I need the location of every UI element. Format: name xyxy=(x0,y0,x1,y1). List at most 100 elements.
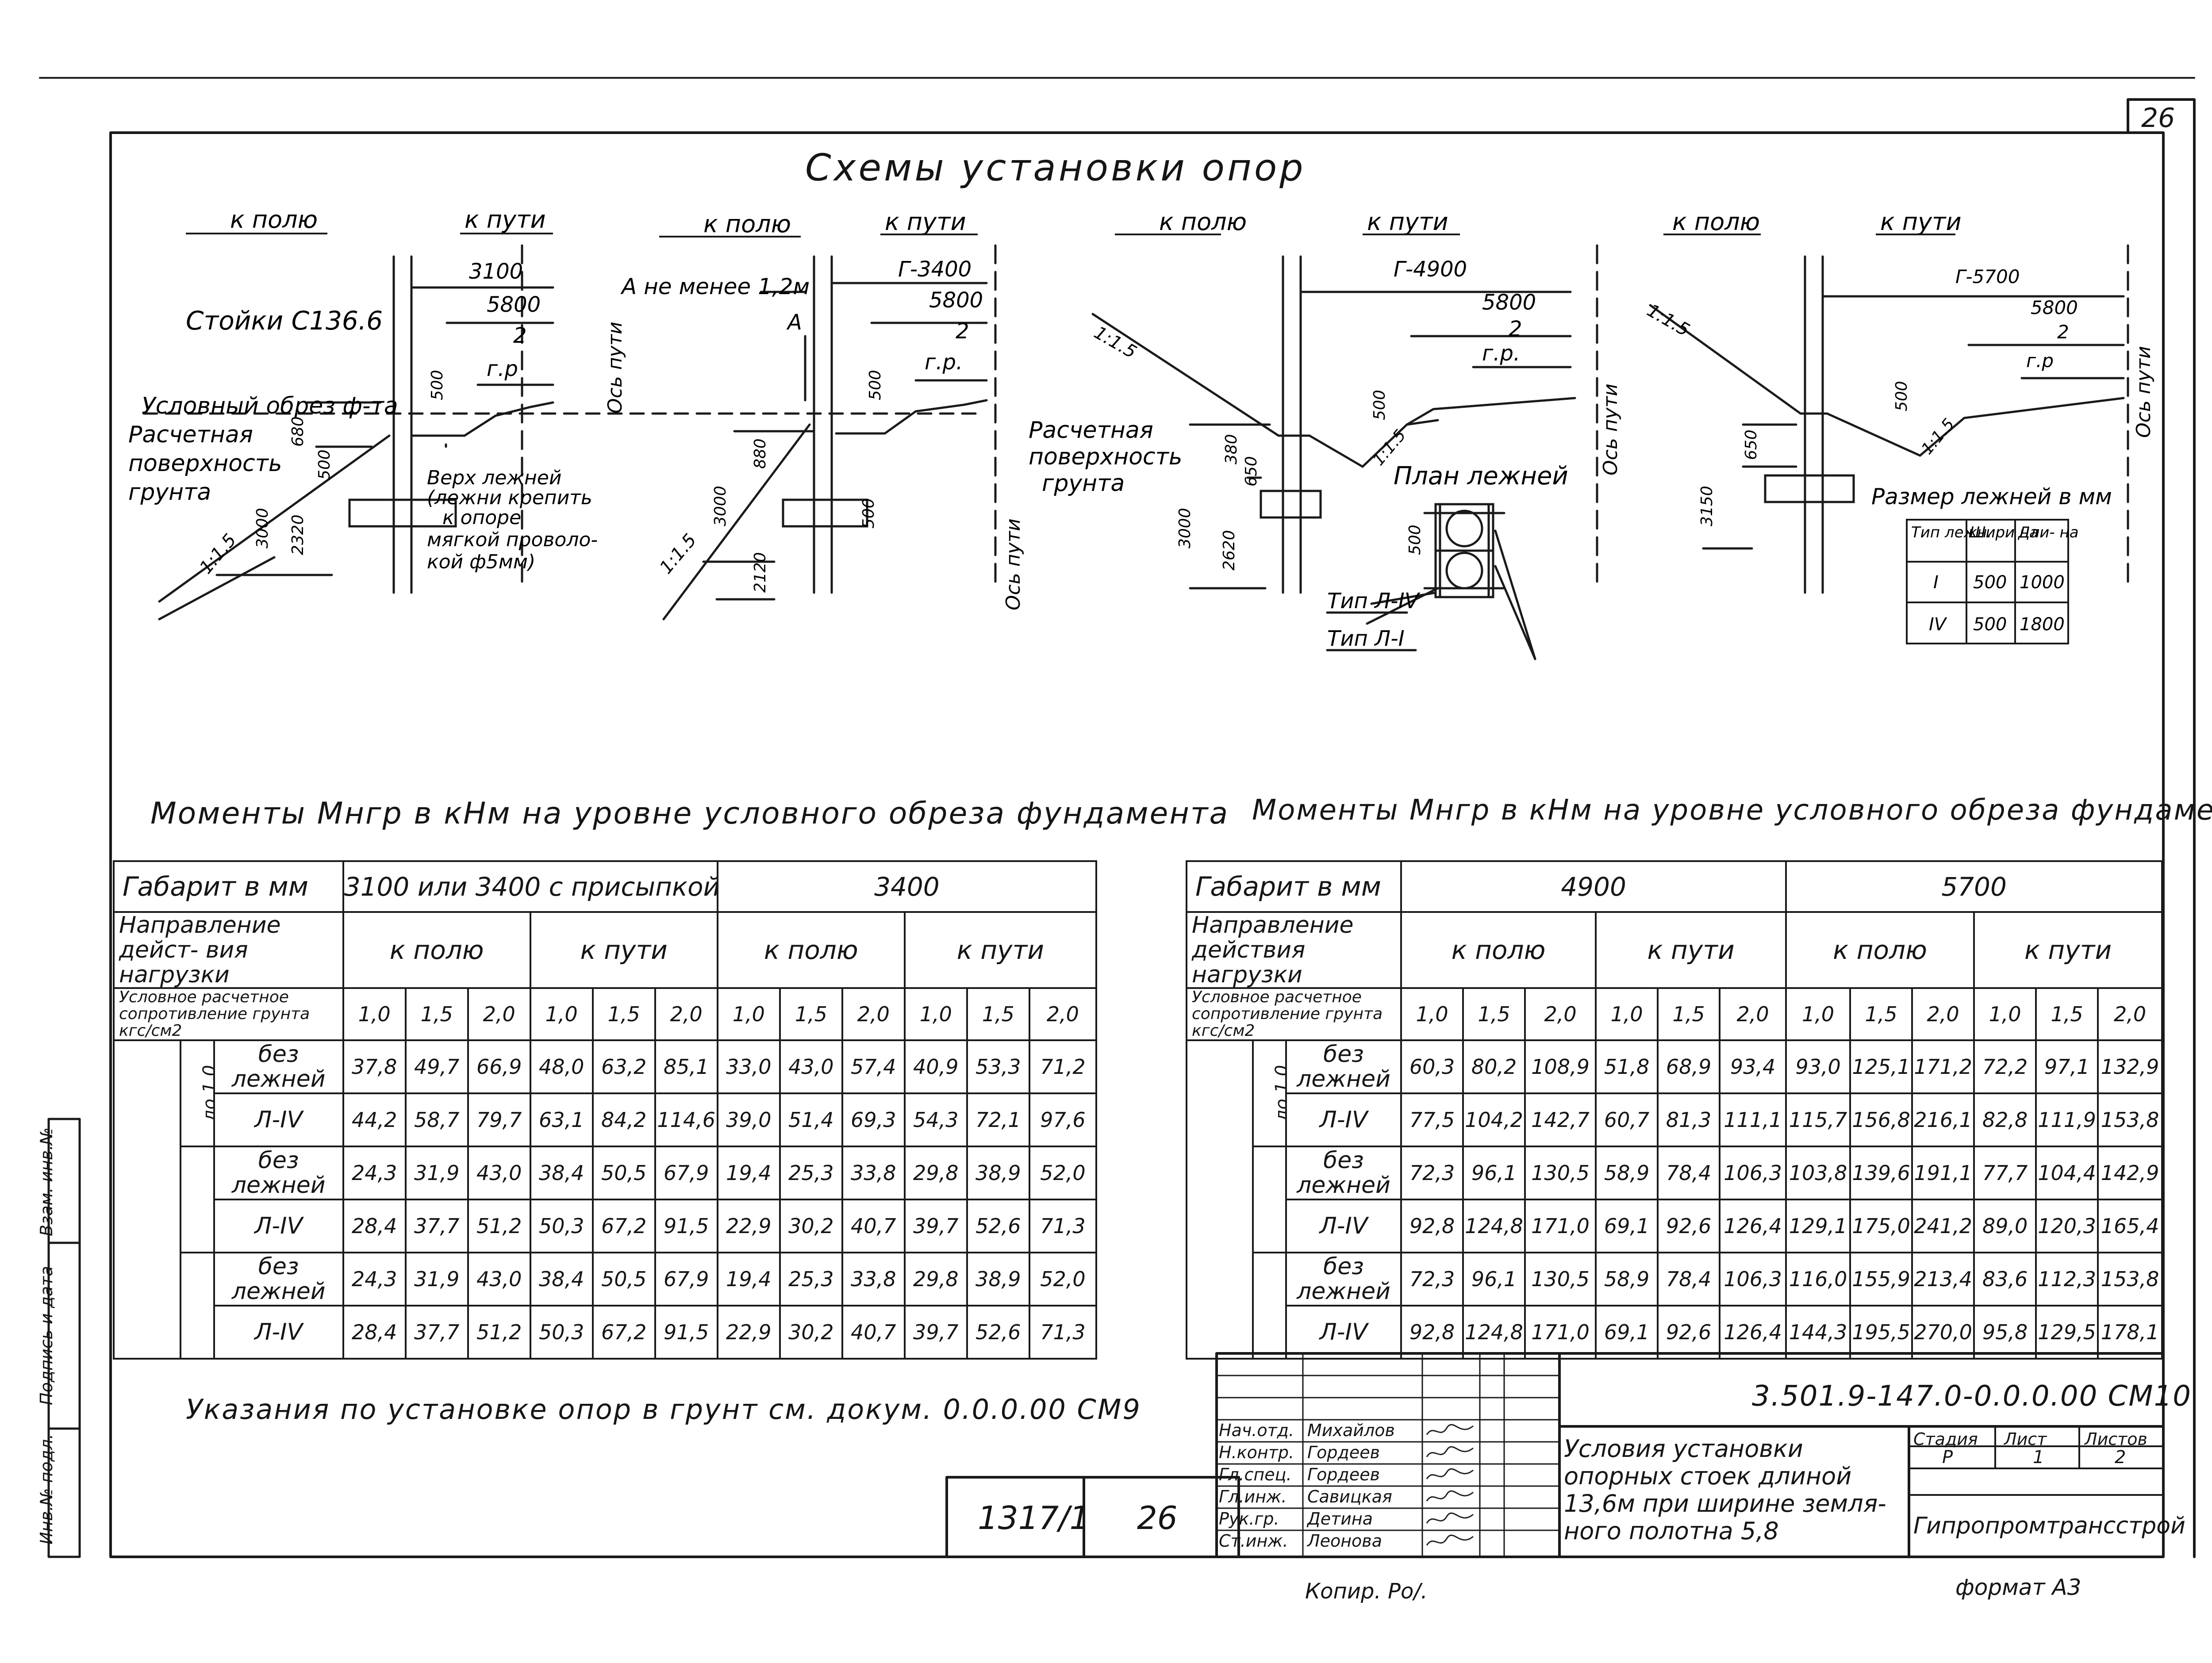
side-label-vzam-inv: Взам. инв.№ xyxy=(37,1127,56,1236)
s1-frac-den-text: 2 xyxy=(513,323,527,348)
left-moment-value: 69,3 xyxy=(841,1092,906,1147)
s2-frac-den-text: 2 xyxy=(956,319,969,344)
left-moment-value: 114,6 xyxy=(654,1092,718,1147)
s3-to-field: к полю xyxy=(1159,208,1247,236)
right-moment-value: 144,3 xyxy=(1785,1305,1851,1360)
right-moment-value: 78,4 xyxy=(1657,1252,1721,1307)
left-moment-value: 24,3 xyxy=(342,1146,407,1200)
left-moment-value: 38,4 xyxy=(529,1252,594,1307)
right-moment-value: 92,8 xyxy=(1400,1199,1464,1253)
s4-size-cell-0-1: 500 xyxy=(1973,572,2007,593)
left-moment-value: 51,4 xyxy=(779,1092,843,1147)
s3-frac-den-text: 2 xyxy=(1509,317,1522,341)
left-moment-value: 39,0 xyxy=(716,1092,781,1147)
s4-to-field: к полю xyxy=(1672,208,1760,236)
right-moment-value: 156,8 xyxy=(1849,1092,1913,1147)
left-moment-value: 85,1 xyxy=(654,1039,718,1094)
stamp-code: 3.501.9-147.0-0.0.0.00 СМ10 xyxy=(1752,1380,2192,1413)
right-moment-value: 89,0 xyxy=(1973,1199,2037,1253)
signature-icon xyxy=(1426,1424,1474,1435)
s3-soil-label-1: поверхность xyxy=(1029,444,1183,470)
left-resist-value: 1,0 xyxy=(529,987,594,1041)
left-moment-value: 37,7 xyxy=(404,1199,469,1253)
right-moment-value: 132,9 xyxy=(2097,1039,2163,1094)
s3-plan-label: План лежней xyxy=(1394,462,1568,490)
right-moment-value: 81,3 xyxy=(1657,1092,1721,1147)
right-gabarit-label: Габарит в мм xyxy=(1185,860,1402,913)
right-group-label: от 1,0 до 2,0 xyxy=(1252,1146,1287,1253)
left-sleeper-type: Л-IV xyxy=(213,1092,344,1147)
right-moment-value: 92,6 xyxy=(1657,1199,1721,1253)
left-moment-value: 71,3 xyxy=(1028,1199,1098,1253)
s3-soil-label-0: Расчетная xyxy=(1029,417,1153,444)
right-moment-value: 82,8 xyxy=(1973,1092,2037,1147)
right-group-label: до 1,0 xyxy=(1252,1039,1287,1147)
right-moment-value: 51,8 xyxy=(1595,1039,1659,1094)
right-dir-field-a: к полю xyxy=(1400,911,1597,989)
left-moment-value: 28,4 xyxy=(342,1305,407,1360)
stamp-sheets-label: Листов xyxy=(2085,1429,2147,1449)
s3-dim-top-text: Г-4900 xyxy=(1394,257,1467,282)
left-moment-value: 50,3 xyxy=(529,1305,594,1360)
s1-note-0: Верх лежней xyxy=(427,467,561,489)
s2-d3000-text: 3000 xyxy=(711,486,730,526)
right-dir-track-b: к пути xyxy=(1973,911,2163,989)
s1-gr-text: г.р xyxy=(487,356,518,381)
left-resist-label: Условное расчетное сопротивление грунта … xyxy=(113,987,344,1041)
right-moment-value: 126,4 xyxy=(1719,1199,1787,1253)
s3-soil-label-2: грунта xyxy=(1042,470,1125,497)
right-moment-value: 69,1 xyxy=(1595,1199,1659,1253)
right-moment-value: 108,9 xyxy=(1524,1039,1597,1094)
right-moment-value: 60,3 xyxy=(1400,1039,1464,1094)
signature-icon xyxy=(1426,1468,1474,1479)
right-moment-value: 175,0 xyxy=(1849,1199,1913,1253)
right-moment-value: 58,9 xyxy=(1595,1252,1659,1307)
right-moment-value: 153,8 xyxy=(2097,1252,2163,1307)
s4-frac-num-text: 5800 xyxy=(2031,297,2078,318)
left-sleeper-type: без лежней xyxy=(213,1252,344,1307)
left-moment-value: 67,9 xyxy=(654,1252,718,1307)
right-moment-value: 125,1 xyxy=(1849,1039,1913,1094)
left-resist-value: 2,0 xyxy=(841,987,906,1041)
stamp-role: Гл.инж. xyxy=(1219,1487,1287,1506)
left-moment-value: 52,0 xyxy=(1028,1252,1098,1307)
left-moment-value: 51,2 xyxy=(467,1305,531,1360)
s3-d650-text: 650 xyxy=(1242,456,1260,487)
right-resist-value: 1,0 xyxy=(1973,987,2037,1041)
left-moment-value: 63,1 xyxy=(529,1092,594,1147)
left-moment-value: 19,4 xyxy=(716,1252,781,1307)
s4-to-track: к пути xyxy=(1880,208,1962,236)
stamp-title: Условия установки опорных стоек длиной 1… xyxy=(1564,1435,1886,1545)
left-moment-value: 25,3 xyxy=(779,1252,843,1307)
left-moment-value: 50,3 xyxy=(529,1199,594,1253)
right-moment-value: 96,1 xyxy=(1462,1146,1526,1200)
right-moment-value: 92,8 xyxy=(1400,1305,1464,1360)
s1-note-1: (лежни крепить xyxy=(427,487,592,509)
s2-to-field: к полю xyxy=(703,210,791,238)
left-dir-track-a: к пути xyxy=(529,911,718,989)
right-moment-value: 171,0 xyxy=(1524,1305,1597,1360)
right-moment-value: 111,9 xyxy=(2035,1092,2099,1147)
s4-size-header-1: Шири на xyxy=(1970,524,2039,541)
right-moment-value: 124,8 xyxy=(1462,1305,1526,1360)
left-moment-value: 67,9 xyxy=(654,1146,718,1200)
s1-to-track: к пути xyxy=(465,206,546,234)
copy-mark: Копир. Ро/. xyxy=(1305,1579,1428,1604)
s1-to-field: к полю xyxy=(230,206,318,234)
left-moment-value: 97,6 xyxy=(1028,1092,1098,1147)
right-moment-value: 130,5 xyxy=(1524,1146,1597,1200)
right-gabarit-b: 5700 xyxy=(1785,860,2163,913)
left-sleeper-type: Л-IV xyxy=(213,1305,344,1360)
right-moment-value: 69,1 xyxy=(1595,1305,1659,1360)
left-moment-value: 49,7 xyxy=(404,1039,469,1094)
left-group-label-text: до 1,0 xyxy=(200,1065,214,1122)
right-moment-value: 139,6 xyxy=(1849,1146,1913,1200)
right-moment-value: 124,8 xyxy=(1462,1199,1526,1253)
left-direction-label: Направление дейст- вия нагрузки xyxy=(113,911,344,989)
right-moment-value: 165,4 xyxy=(2097,1199,2163,1253)
